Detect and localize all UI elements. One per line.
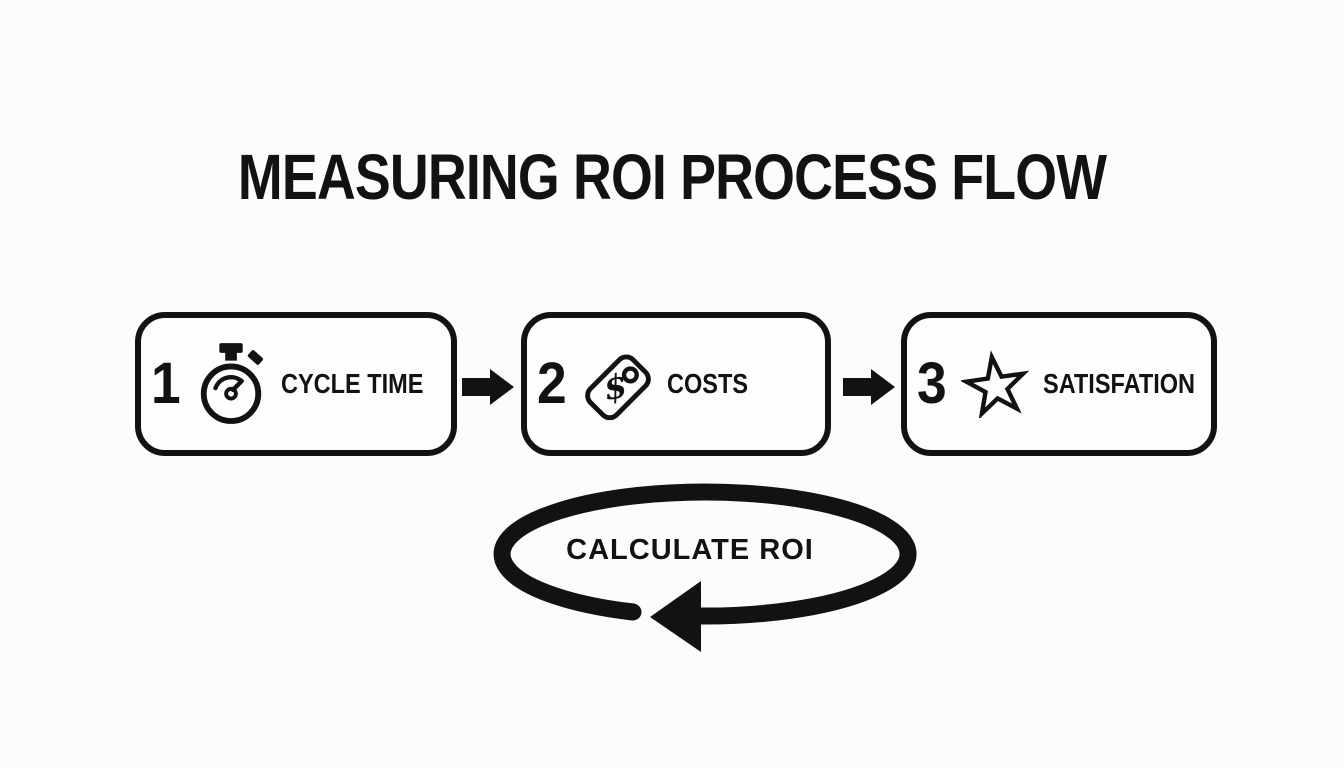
- loop-arrow-icon: [493, 483, 917, 652]
- step-box-costs: 2 $ COSTS: [521, 312, 831, 456]
- step-number: 1: [151, 351, 181, 416]
- loop-label: CALCULATE ROI: [566, 534, 814, 566]
- step-box-satisfaction: 3 SATISFATION: [901, 312, 1217, 456]
- step-label: COSTS: [667, 368, 749, 399]
- step-number: 2: [537, 351, 567, 416]
- step-number: 3: [917, 351, 947, 416]
- step-label: CYCLE TIME: [281, 368, 424, 399]
- price-tag-icon: $: [581, 347, 655, 421]
- flow-arrow-icon: [462, 369, 514, 405]
- star-icon: [961, 350, 1031, 418]
- flow-arrow-icon: [843, 369, 895, 405]
- step-label: SATISFATION: [1043, 368, 1196, 399]
- step-box-cycle-time: 1 CYCLE TIME: [135, 312, 457, 456]
- stopwatch-icon: [195, 342, 269, 426]
- page-title: MEASURING ROI PROCESS FLOW: [237, 141, 1107, 213]
